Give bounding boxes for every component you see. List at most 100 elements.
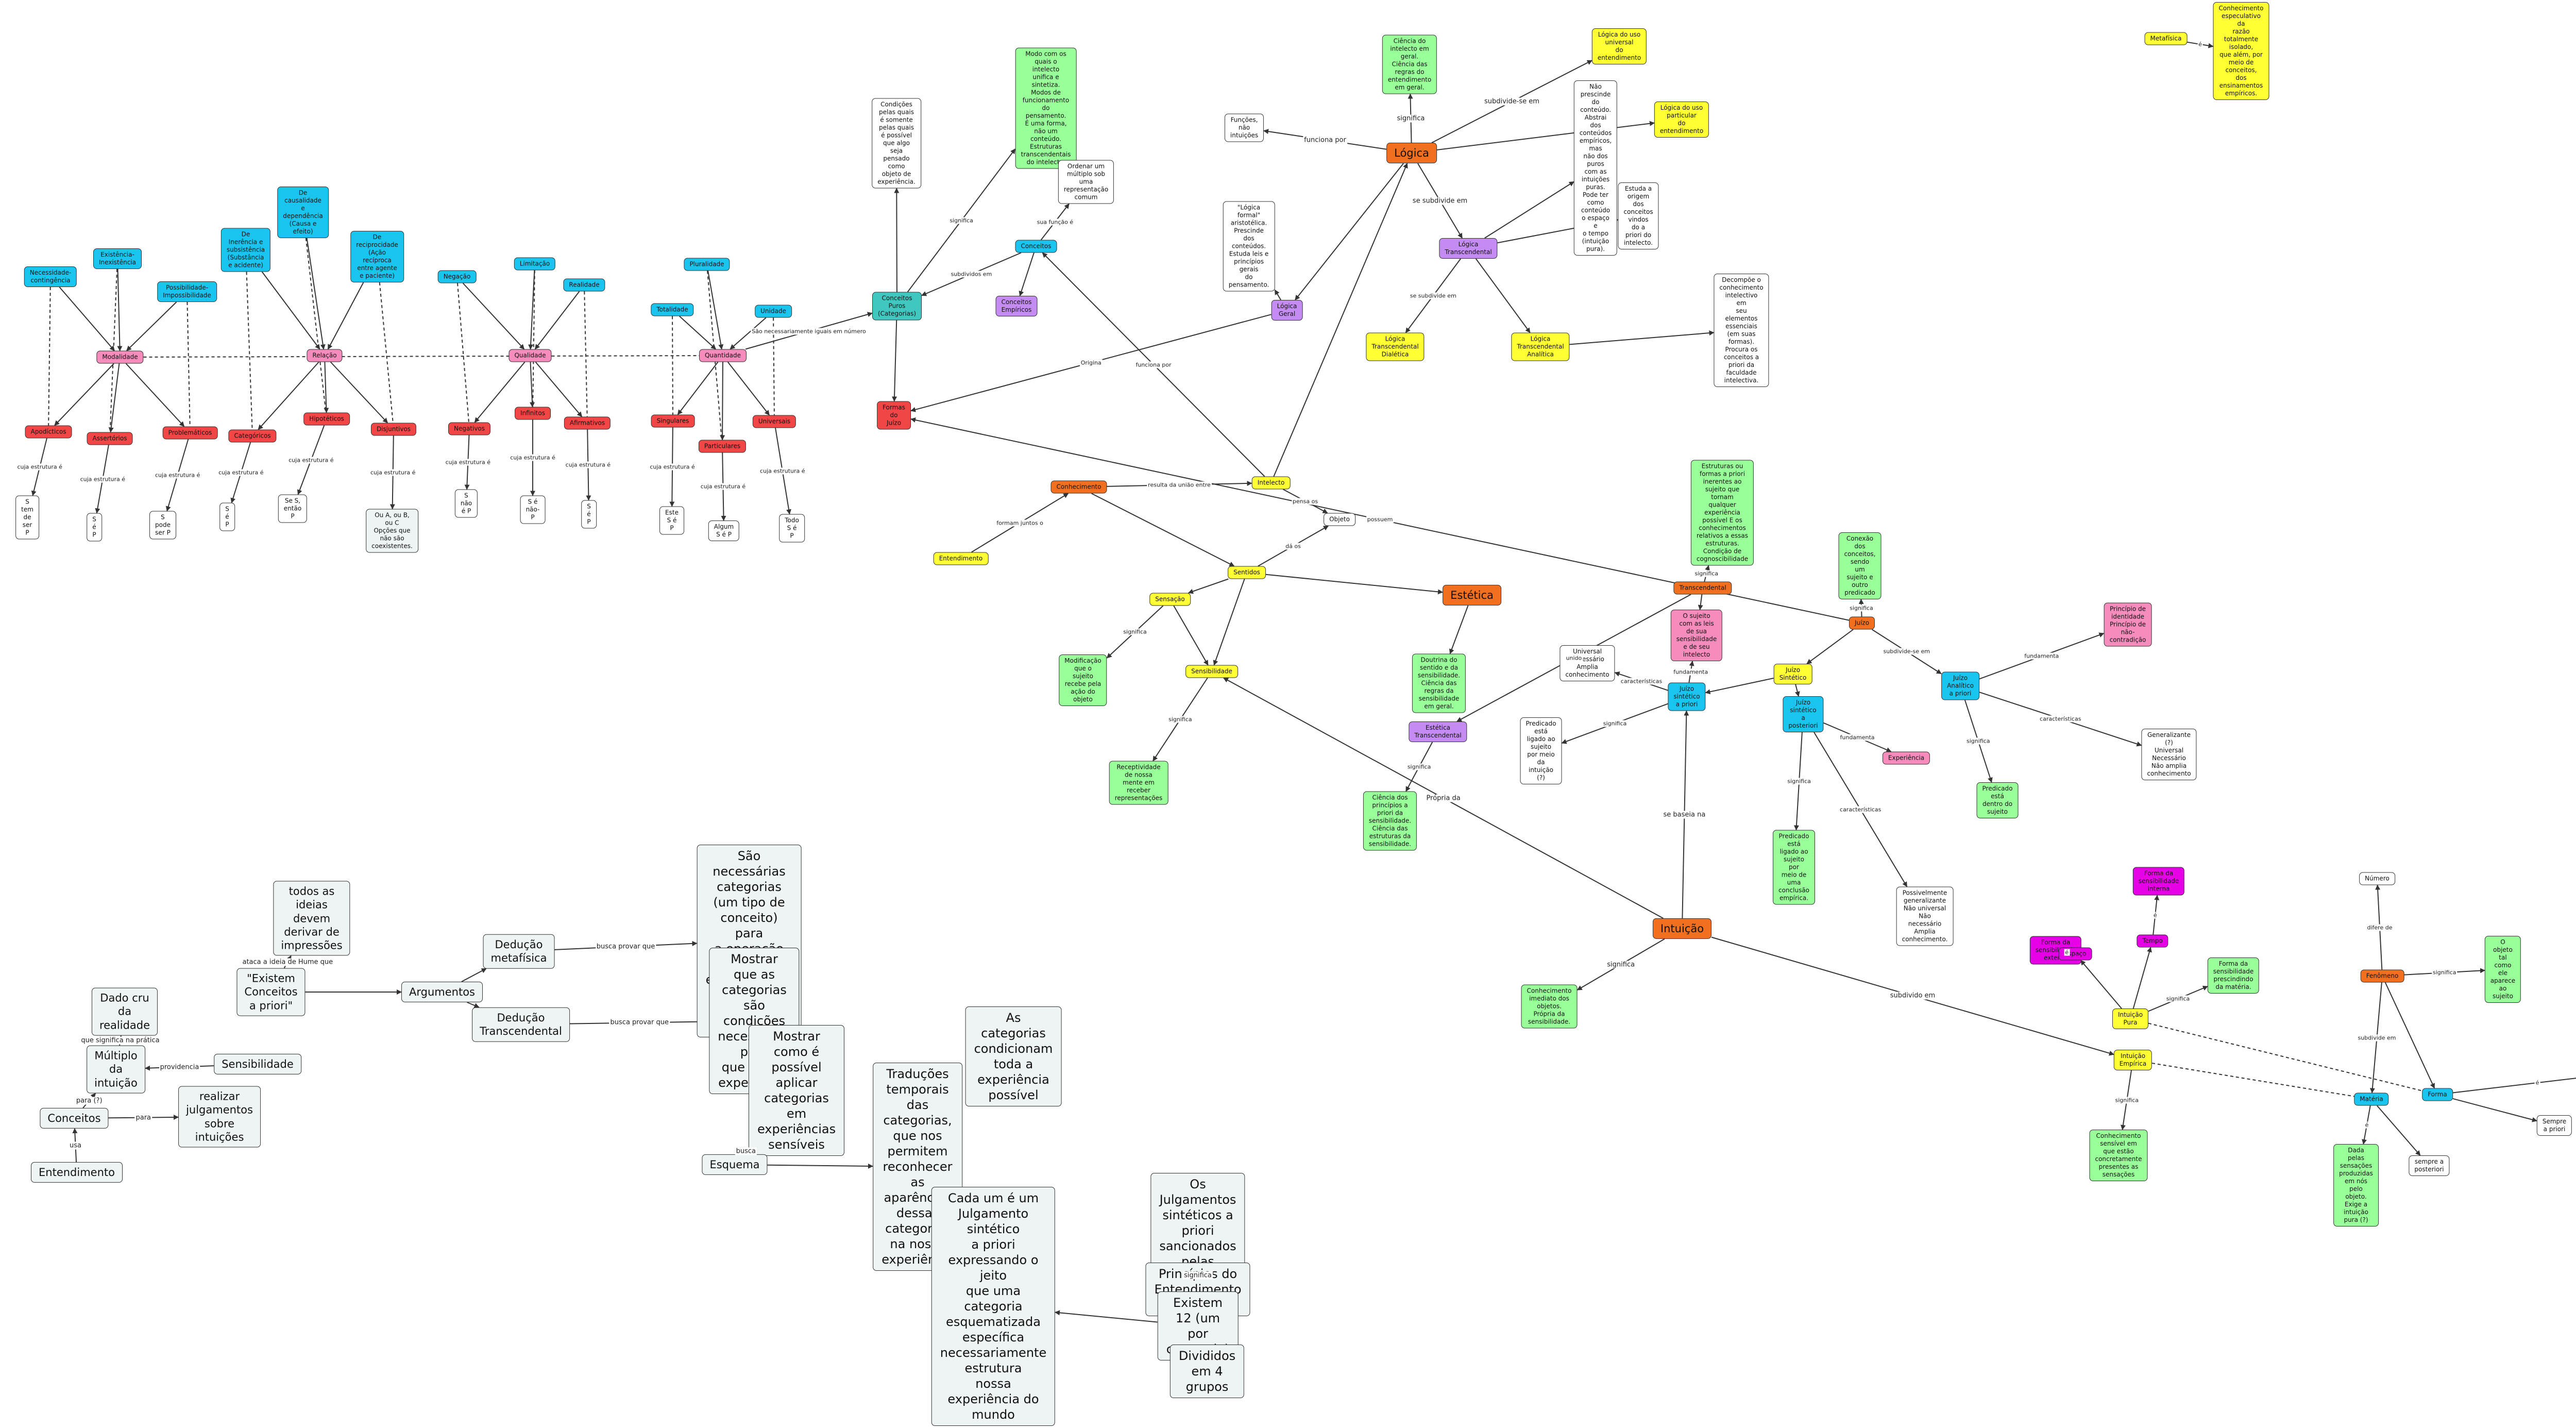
node-generalizante[interactable]: Generalizante (?) Universal Necessário N…: [2141, 729, 2197, 780]
node-multiplo[interactable]: Múltiplo da intuição: [87, 1045, 145, 1094]
node-fenomeno[interactable]: Fenômeno: [2360, 969, 2404, 983]
node-juizo[interactable]: Juízo: [1849, 616, 1875, 630]
node-objeto-aparece[interactable]: O objeto tal como ele aparece ao sujeito: [2484, 936, 2521, 1003]
node-forma-prescindida[interactable]: Forma da sensibilidade prescindindo da m…: [2207, 957, 2260, 994]
node-conceitos[interactable]: Conceitos: [1015, 240, 1057, 253]
node-universais[interactable]: Universais: [752, 415, 796, 428]
node-s-e-p1[interactable]: S é P: [87, 513, 102, 542]
node-conhecimento[interactable]: Conhecimento: [1050, 480, 1107, 494]
node-sujeito-sede[interactable]: O sujeito com as leis de sua sensibilida…: [1670, 610, 1723, 661]
node-unidade[interactable]: Unidade: [755, 305, 792, 318]
node-logica-analitica[interactable]: Lógica Transcendental Analítica: [1511, 332, 1570, 361]
node-funcoes[interactable]: Funções, não intuições: [1224, 113, 1264, 142]
node-juizo-sint-posteriori[interactable]: Juízo sintético a posteriori: [1783, 696, 1824, 732]
node-condicoes[interactable]: Condições pelas quais é somente pelas qu…: [872, 98, 921, 189]
node-algum-s[interactable]: Algum S é P: [708, 520, 740, 541]
node-intelecto[interactable]: Intelecto: [1251, 476, 1291, 490]
node-modo-intelecto[interactable]: Modo com os quais o intelecto unifica e …: [1015, 47, 1077, 169]
node-causalidade[interactable]: De causalidade e dependência (Causa e ef…: [277, 187, 329, 238]
node-sensacao[interactable]: Sensação: [1149, 593, 1191, 606]
node-quantidade[interactable]: Quantidade: [699, 349, 747, 362]
node-cada-um[interactable]: Cada um é um Julgamento sintético a prio…: [931, 1187, 1056, 1426]
node-logica[interactable]: Lógica: [1386, 142, 1437, 164]
node-estruturas[interactable]: Estruturas ou formas a priori inerentes …: [1690, 460, 1754, 566]
node-juizo-sintetico-priori[interactable]: Juízo sintético a priori: [1668, 682, 1706, 711]
node-transcendental[interactable]: Transcendental: [1673, 581, 1732, 595]
node-intuicao-empirica[interactable]: Intuição Empírica: [2113, 1050, 2153, 1070]
node-conh-esp[interactable]: Conhecimento especulativo da razão total…: [2213, 2, 2269, 100]
node-conhecimento-sensivel[interactable]: Conhecimento sensível em que estão concr…: [2089, 1130, 2148, 1181]
node-logica-geral[interactable]: Lógica Geral: [1271, 300, 1303, 321]
node-predicado-ligado[interactable]: Predicado está ligado ao sujeito por mei…: [1520, 717, 1562, 784]
node-forma[interactable]: Forma: [2422, 1088, 2453, 1101]
node-assertorios[interactable]: Assertórios: [87, 432, 133, 445]
node-decompoe[interactable]: Decompõe o conhecimento intelectivo em s…: [1714, 274, 1769, 387]
node-sensibilidade-left[interactable]: Sensibilidade: [214, 1053, 301, 1075]
node-materia[interactable]: Matéria: [2354, 1093, 2389, 1106]
node-negacao[interactable]: Negação: [437, 270, 477, 283]
node-s-nao-e-p[interactable]: S não é P: [454, 489, 478, 518]
node-todo-s[interactable]: Todo S é P: [779, 514, 805, 543]
node-juizo-analitico[interactable]: Juízo Analítico a priori: [1941, 671, 1979, 700]
node-formas-juizo[interactable]: Formas do Juízo: [877, 401, 911, 430]
node-principio-identidade[interactable]: Princípio de identidade Princípio de não…: [2104, 602, 2152, 647]
node-estuda-origem[interactable]: Estuda a origem dos conceitos vindos do …: [1618, 182, 1659, 249]
node-logica-transc[interactable]: Lógica Transcendental: [1439, 238, 1498, 259]
node-logica-universal[interactable]: Lógica do uso universal do entendimento: [1591, 28, 1647, 64]
node-deducao-metafisica[interactable]: Dedução metafísica: [483, 934, 555, 969]
node-disjuntivos[interactable]: Disjuntivos: [370, 423, 417, 436]
node-mostrar-como[interactable]: Mostrar como é possível aplicar categori…: [748, 1025, 845, 1156]
node-inerencia[interactable]: De Inerência e subsistência (Substância …: [221, 228, 271, 272]
node-conhecimento-imediato[interactable]: Conhecimento imediato dos objetos. Própr…: [1521, 984, 1578, 1029]
node-reciprocidade[interactable]: De reciprocidade (Ação recíproca entre a…: [350, 231, 404, 282]
node-infinitos[interactable]: Infinitos: [515, 407, 551, 420]
node-espaco[interactable]: Espaço: [2058, 947, 2092, 961]
node-possivelmente[interactable]: Possivelmente generalizante Não universa…: [1896, 886, 1954, 946]
node-s-e-nao-p[interactable]: S é não-P: [520, 495, 546, 524]
node-qualidade[interactable]: Qualidade: [509, 349, 552, 362]
node-entendimento-left[interactable]: Entendimento: [31, 1162, 123, 1183]
node-predicado-empirica[interactable]: Predicado está ligado ao sujeito por mei…: [1772, 830, 1816, 905]
node-necessidade[interactable]: Necessidade-contingência: [24, 266, 77, 287]
node-limitacao[interactable]: Limitação: [514, 257, 556, 271]
node-logica-dialetica[interactable]: Lógica Transcendental Dialética: [1366, 332, 1425, 361]
node-ideias-impressoes[interactable]: todos as ideias devem derivar de impress…: [273, 881, 350, 956]
node-dada-sensacoes[interactable]: Dada pelas sensações produzidas em nós p…: [2333, 1144, 2379, 1227]
node-logica-formal[interactable]: "Lógica formal" aristotélica. Prescinde …: [1223, 201, 1275, 292]
node-hipoteticos[interactable]: Hipotéticos: [303, 412, 350, 426]
node-conceitos-empiricos[interactable]: Conceitos Empíricos: [995, 296, 1038, 316]
node-conceitos-puros[interactable]: Conceitos Puros (Categorias): [872, 292, 922, 321]
node-singulares[interactable]: Singulares: [651, 414, 695, 428]
node-intuicao[interactable]: Intuição: [1652, 918, 1712, 939]
node-ordenar[interactable]: Ordenar um múltiplo sob uma representaçã…: [1058, 160, 1114, 204]
node-nao-prescinde[interactable]: Não prescinde do conteúdo. Abstrai dos c…: [1573, 80, 1618, 256]
node-as-categorias[interactable]: As categorias condicionam toda a experiê…: [965, 1006, 1062, 1106]
node-esquema[interactable]: Esquema: [702, 1154, 768, 1175]
node-intuicao-pura[interactable]: Intuição Pura: [2112, 1009, 2149, 1029]
node-este-s[interactable]: Este S é P: [659, 506, 684, 535]
node-formas-sens-int[interactable]: Forma da sensibilidade interna: [2132, 867, 2185, 896]
node-relacao[interactable]: Relação: [307, 349, 343, 362]
node-conceitos-left[interactable]: Conceitos: [40, 1107, 109, 1129]
node-metafisica[interactable]: Metafísica: [2144, 32, 2188, 45]
node-pluralidade[interactable]: Pluralidade: [684, 258, 730, 271]
node-dado-cru[interactable]: Dado cru da realidade: [91, 987, 158, 1036]
node-realidade[interactable]: Realidade: [563, 278, 605, 292]
node-s-tem-ser-p[interactable]: S tem de ser P: [15, 495, 39, 540]
node-doutrina[interactable]: Doutrina do sentido e da sensibilidade. …: [1412, 653, 1466, 713]
node-possibilidade[interactable]: Possibilidade-Impossibilidade: [157, 281, 217, 302]
node-sentidos[interactable]: Sentidos: [1228, 566, 1266, 579]
node-existencia[interactable]: Existência-Inexistência: [93, 248, 142, 269]
node-se-s-entao-p[interactable]: Se S, então P: [278, 494, 308, 523]
node-s-e-p3[interactable]: S é P: [581, 500, 597, 529]
node-s-e-p2[interactable]: S é P: [219, 502, 235, 531]
node-universal-nec[interactable]: Universal Necessário Amplia conhecimento: [1560, 645, 1615, 681]
node-ciencia-principios[interactable]: Ciência dos princípios a priori da sensi…: [1363, 791, 1417, 851]
node-divididos[interactable]: Divididos em 4 grupos: [1170, 1345, 1245, 1398]
node-totalidade[interactable]: Totalidade: [651, 303, 694, 316]
node-deducao-transc[interactable]: Dedução Transcendental: [472, 1007, 570, 1042]
node-receptividade[interactable]: Receptividade de nossa mente em receber …: [1109, 761, 1168, 805]
node-ou-a-ou-b[interactable]: Ou A, ou B, ou C Opções que não são coex…: [366, 509, 418, 553]
node-existem-conceitos[interactable]: "Existem Conceitos a priori": [236, 968, 306, 1016]
node-predicado-dentro[interactable]: Predicado está dentro do sujeito: [1976, 782, 2019, 818]
